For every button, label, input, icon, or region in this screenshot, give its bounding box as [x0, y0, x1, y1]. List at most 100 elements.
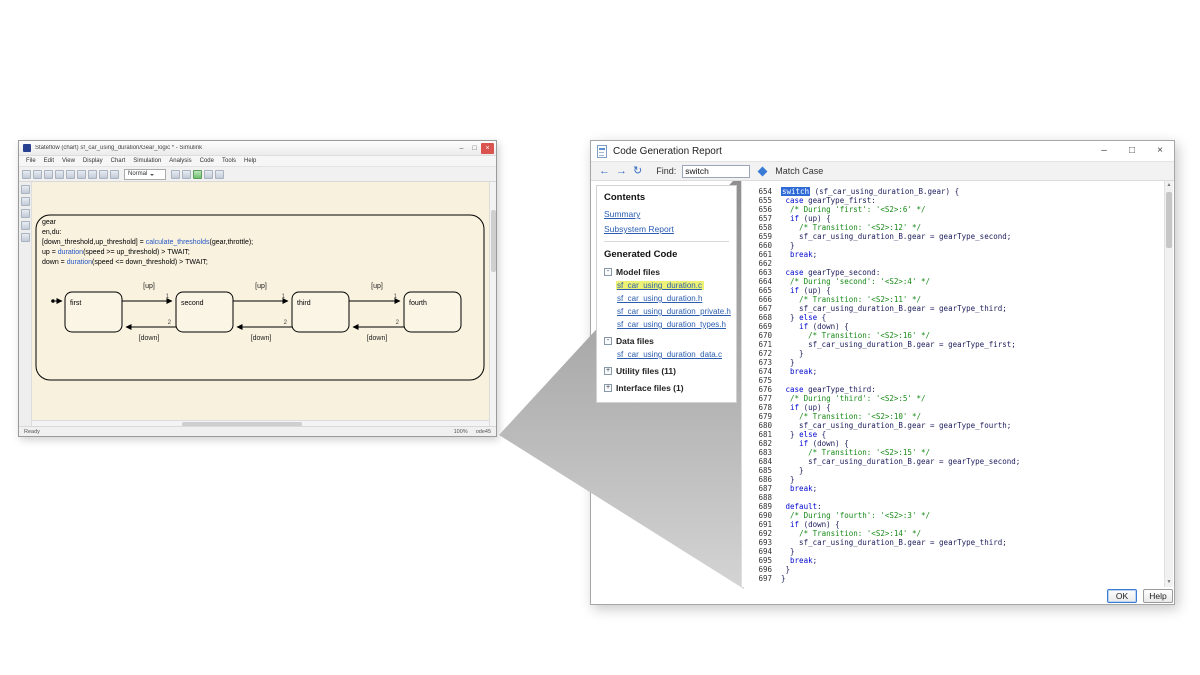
back-icon[interactable]: ← — [599, 165, 610, 177]
refresh-icon[interactable]: ↻ — [633, 165, 643, 177]
forward-icon[interactable]: → — [616, 165, 627, 177]
canvas-horizontal-scrollbar[interactable] — [32, 420, 489, 427]
stateflow-canvas[interactable]: first second third fourth [up] [up] [up]… — [32, 182, 489, 420]
menu-chart[interactable]: Chart — [110, 158, 126, 164]
redo-icon[interactable] — [110, 169, 119, 179]
line-number: 693 — [758, 538, 772, 547]
canvas-vertical-scrollbar[interactable] — [489, 182, 496, 427]
print-icon[interactable] — [55, 169, 64, 179]
state-fourth-label[interactable]: fourth — [409, 300, 427, 307]
open-icon[interactable] — [33, 169, 42, 179]
expand-icon[interactable]: + — [604, 384, 612, 392]
transition-order-number: 1 — [394, 294, 398, 300]
scrollbar-thumb[interactable] — [491, 210, 496, 272]
down-label[interactable]: [down] — [251, 335, 272, 342]
find-label: Find: — [656, 166, 677, 176]
state-first-label[interactable]: first — [70, 300, 81, 307]
copy-icon[interactable] — [77, 169, 86, 179]
help-button[interactable]: Help — [1143, 589, 1173, 603]
zoom-fit-icon[interactable] — [20, 233, 30, 242]
menu-help[interactable]: Help — [244, 158, 257, 164]
line-number: 685 — [758, 466, 772, 475]
paste-icon[interactable] — [88, 169, 97, 179]
subsystem-report-link[interactable]: Subsystem Report — [604, 224, 674, 234]
summary-link[interactable]: Summary — [604, 209, 641, 219]
state-third-label[interactable]: third — [297, 300, 311, 307]
state-second-label[interactable]: second — [181, 300, 204, 307]
save-icon[interactable] — [44, 169, 53, 179]
hide-browser-icon[interactable] — [20, 185, 30, 194]
minimize-icon[interactable]: – — [459, 144, 464, 152]
file-link[interactable]: sf_car_using_duration_private.h — [617, 307, 731, 316]
up-label[interactable]: [up] — [143, 283, 155, 290]
code-line: 684 sf_car_using_duration_B.gear = gearT… — [748, 457, 1167, 466]
code-line: 679 /* Transition: '<S2>:10' */ — [748, 412, 1167, 421]
scrollbar-thumb[interactable] — [1166, 192, 1172, 248]
collapse-icon[interactable]: - — [604, 268, 612, 276]
new-icon[interactable] — [22, 169, 31, 179]
back-icon[interactable] — [20, 197, 30, 206]
line-number: 676 — [758, 385, 772, 394]
code-scrollbar[interactable]: ▲ ▼ — [1164, 181, 1173, 587]
model-explorer-icon[interactable] — [182, 169, 191, 179]
transition-order-number: 2 — [396, 320, 400, 326]
down-label[interactable]: [down] — [139, 335, 160, 342]
forward-icon[interactable] — [20, 209, 30, 218]
run-icon[interactable] — [193, 169, 202, 179]
undo-icon[interactable] — [99, 169, 108, 179]
menu-view[interactable]: View — [62, 158, 75, 164]
menu-analysis[interactable]: Analysis — [169, 158, 192, 164]
code-line: 683 /* Transition: '<S2>:15' */ — [748, 448, 1167, 457]
up-label[interactable]: [up] — [371, 283, 383, 290]
sim-mode-value: Normal — [128, 171, 148, 177]
palette-strip — [19, 182, 32, 427]
close-icon[interactable]: × — [1157, 145, 1163, 156]
file-link[interactable]: sf_car_using_duration.h — [617, 294, 703, 303]
state-gear[interactable] — [35, 214, 485, 381]
state-third[interactable] — [291, 291, 350, 333]
maximize-icon[interactable]: □ — [1128, 145, 1136, 156]
menu-edit[interactable]: Edit — [43, 158, 55, 164]
find-next-icon[interactable] — [757, 166, 768, 176]
build-icon[interactable] — [215, 169, 224, 179]
menu-display[interactable]: Display — [82, 158, 103, 164]
stop-icon[interactable] — [204, 169, 213, 179]
collapse-icon[interactable]: - — [604, 337, 612, 345]
scroll-up-icon[interactable]: ▲ — [1166, 182, 1172, 188]
line-number: 667 — [758, 304, 772, 313]
scroll-down-icon[interactable]: ▼ — [1166, 579, 1172, 585]
menu-tools[interactable]: Tools — [221, 158, 236, 164]
file-link[interactable]: sf_car_using_duration_types.h — [617, 320, 726, 329]
close-icon[interactable]: × — [481, 142, 494, 154]
menu-code[interactable]: Code — [199, 158, 214, 164]
file-link[interactable]: sf_car_using_duration.c — [616, 281, 704, 290]
file-link[interactable]: sf_car_using_duration_data.c — [617, 350, 722, 359]
match-case-option[interactable]: Match Case — [775, 166, 824, 176]
code-line: 681 } else { — [748, 430, 1167, 439]
ok-button[interactable]: OK — [1107, 589, 1137, 603]
line-number: 697 — [758, 574, 772, 583]
state-second[interactable] — [175, 291, 234, 333]
line-number: 679 — [758, 412, 772, 421]
find-input[interactable] — [682, 164, 751, 178]
cut-icon[interactable] — [66, 169, 75, 179]
maximize-icon[interactable]: □ — [472, 144, 477, 152]
state-first[interactable] — [64, 291, 123, 333]
up-label[interactable]: [up] — [255, 283, 267, 290]
sim-mode-select[interactable]: Normal — [124, 168, 166, 180]
up-icon[interactable] — [20, 221, 30, 230]
expand-icon[interactable]: + — [604, 367, 612, 375]
minimize-icon[interactable]: – — [1101, 145, 1107, 156]
report-titlebar: Code Generation Report – □ × — [591, 141, 1174, 162]
library-browser-icon[interactable] — [171, 169, 180, 179]
code-line: 680 sf_car_using_duration_B.gear = gearT… — [748, 421, 1167, 430]
line-number: 666 — [758, 295, 772, 304]
menu-file[interactable]: File — [26, 158, 36, 164]
code-line: 669 if (down) { — [748, 322, 1167, 331]
scrollbar-thumb[interactable] — [182, 422, 302, 427]
menu-simulation[interactable]: Simulation — [133, 158, 162, 164]
down-label[interactable]: [down] — [367, 335, 388, 342]
state-fourth[interactable] — [403, 291, 462, 333]
